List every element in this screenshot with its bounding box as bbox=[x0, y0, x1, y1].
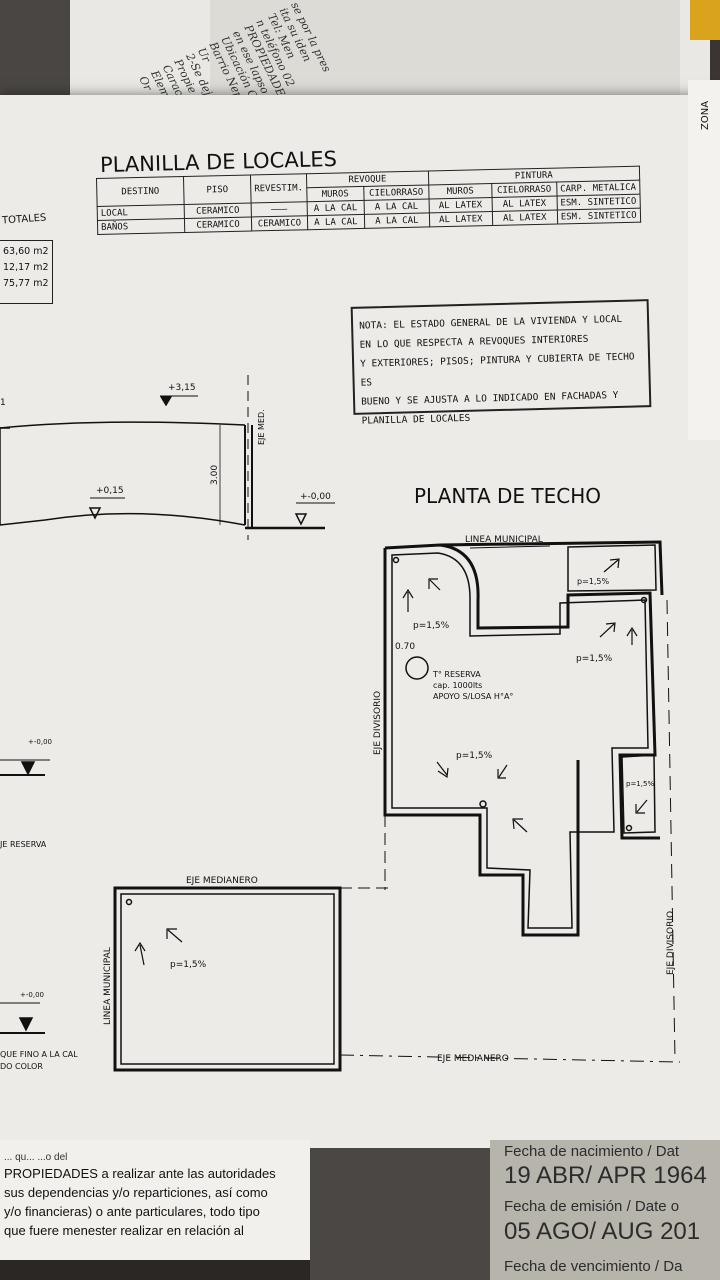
planta-title: PLANTA DE TECHO bbox=[414, 484, 602, 508]
tanque-label: T° RESERVA bbox=[433, 670, 481, 679]
totales-box bbox=[0, 240, 53, 304]
doc-line: y/o financieras) o ante particulares, to… bbox=[4, 1204, 260, 1219]
left-note: DO COLOR bbox=[0, 1062, 43, 1071]
eje-med-label: EJE MED. bbox=[257, 409, 266, 445]
yellow-object bbox=[690, 0, 720, 40]
doc-line: PROPIEDADES a realizar ante las autorida… bbox=[4, 1166, 276, 1181]
plan-sheet bbox=[0, 95, 720, 1155]
id-issue-label: Fecha de emisión / Date o bbox=[504, 1198, 680, 1215]
left-note: QUE FINO A LA CAL bbox=[0, 1050, 78, 1059]
left-level: +-0,00 bbox=[20, 991, 44, 999]
id-card bbox=[490, 1140, 720, 1280]
slope-label: p=1,5% bbox=[413, 621, 450, 631]
eje-medianero-label: EJE MEDIANERO bbox=[437, 1054, 509, 1064]
id-birth-label: Fecha de nacimiento / Dat bbox=[504, 1143, 680, 1160]
doc-line: sus dependencias y/o reparticiones, así … bbox=[4, 1185, 268, 1200]
left-level: +-0,00 bbox=[28, 738, 52, 746]
linea-municipal-top: LINEA MUNICIPAL bbox=[465, 535, 543, 545]
eje-divisorio-label: EJE DIVISORIO bbox=[373, 690, 383, 755]
total-value: 75,77 m2 bbox=[3, 278, 49, 289]
id-issue-value: 05 AGO/ AUG 201 bbox=[504, 1218, 701, 1245]
side-paper bbox=[688, 80, 720, 440]
dim-label: 0.70 bbox=[395, 642, 416, 652]
tanque-label: cap. 1000lts bbox=[433, 681, 483, 690]
doc-line: ... qu... ...o del bbox=[4, 1152, 68, 1163]
table-surface bbox=[0, 0, 70, 110]
id-photo bbox=[310, 1148, 490, 1280]
total-value: 63,60 m2 bbox=[3, 246, 49, 257]
id-expiry-label: Fecha de vencimiento / Da bbox=[504, 1258, 683, 1275]
level-top: +3,15 bbox=[168, 383, 196, 393]
total-value: 12,17 m2 bbox=[3, 262, 49, 273]
legal-document: ... qu... ...o del PROPIEDADES a realiza… bbox=[0, 1140, 310, 1260]
id-birth-value: 19 ABR/ APR 1964 bbox=[504, 1162, 707, 1189]
linea-municipal-left: LINEA MUNICIPAL bbox=[103, 947, 113, 1025]
height-dim: 3.00 bbox=[210, 464, 220, 485]
level-floor: +-0,00 bbox=[300, 492, 331, 502]
slope-label: p=1,5% bbox=[456, 751, 493, 761]
eje-medianero-label: EJE MEDIANERO bbox=[186, 876, 258, 886]
doc-line: que fuere menester realizar en relación … bbox=[4, 1223, 244, 1238]
eje-divisorio-label: EJE DIVISORIO bbox=[666, 910, 676, 975]
level-mid: +0,15 bbox=[96, 486, 124, 496]
slope-label: p=1,5% bbox=[170, 960, 207, 970]
slope-label: p=1,5% bbox=[626, 780, 655, 788]
slope-label: p=1,5% bbox=[577, 577, 610, 586]
left-reserva-label: JE RESERVA bbox=[0, 840, 47, 849]
slope-label: p=1,5% bbox=[576, 654, 613, 664]
tanque-label: APOYO S/LOSA H°A° bbox=[433, 692, 514, 701]
left-edge-label: 1 bbox=[0, 398, 6, 408]
